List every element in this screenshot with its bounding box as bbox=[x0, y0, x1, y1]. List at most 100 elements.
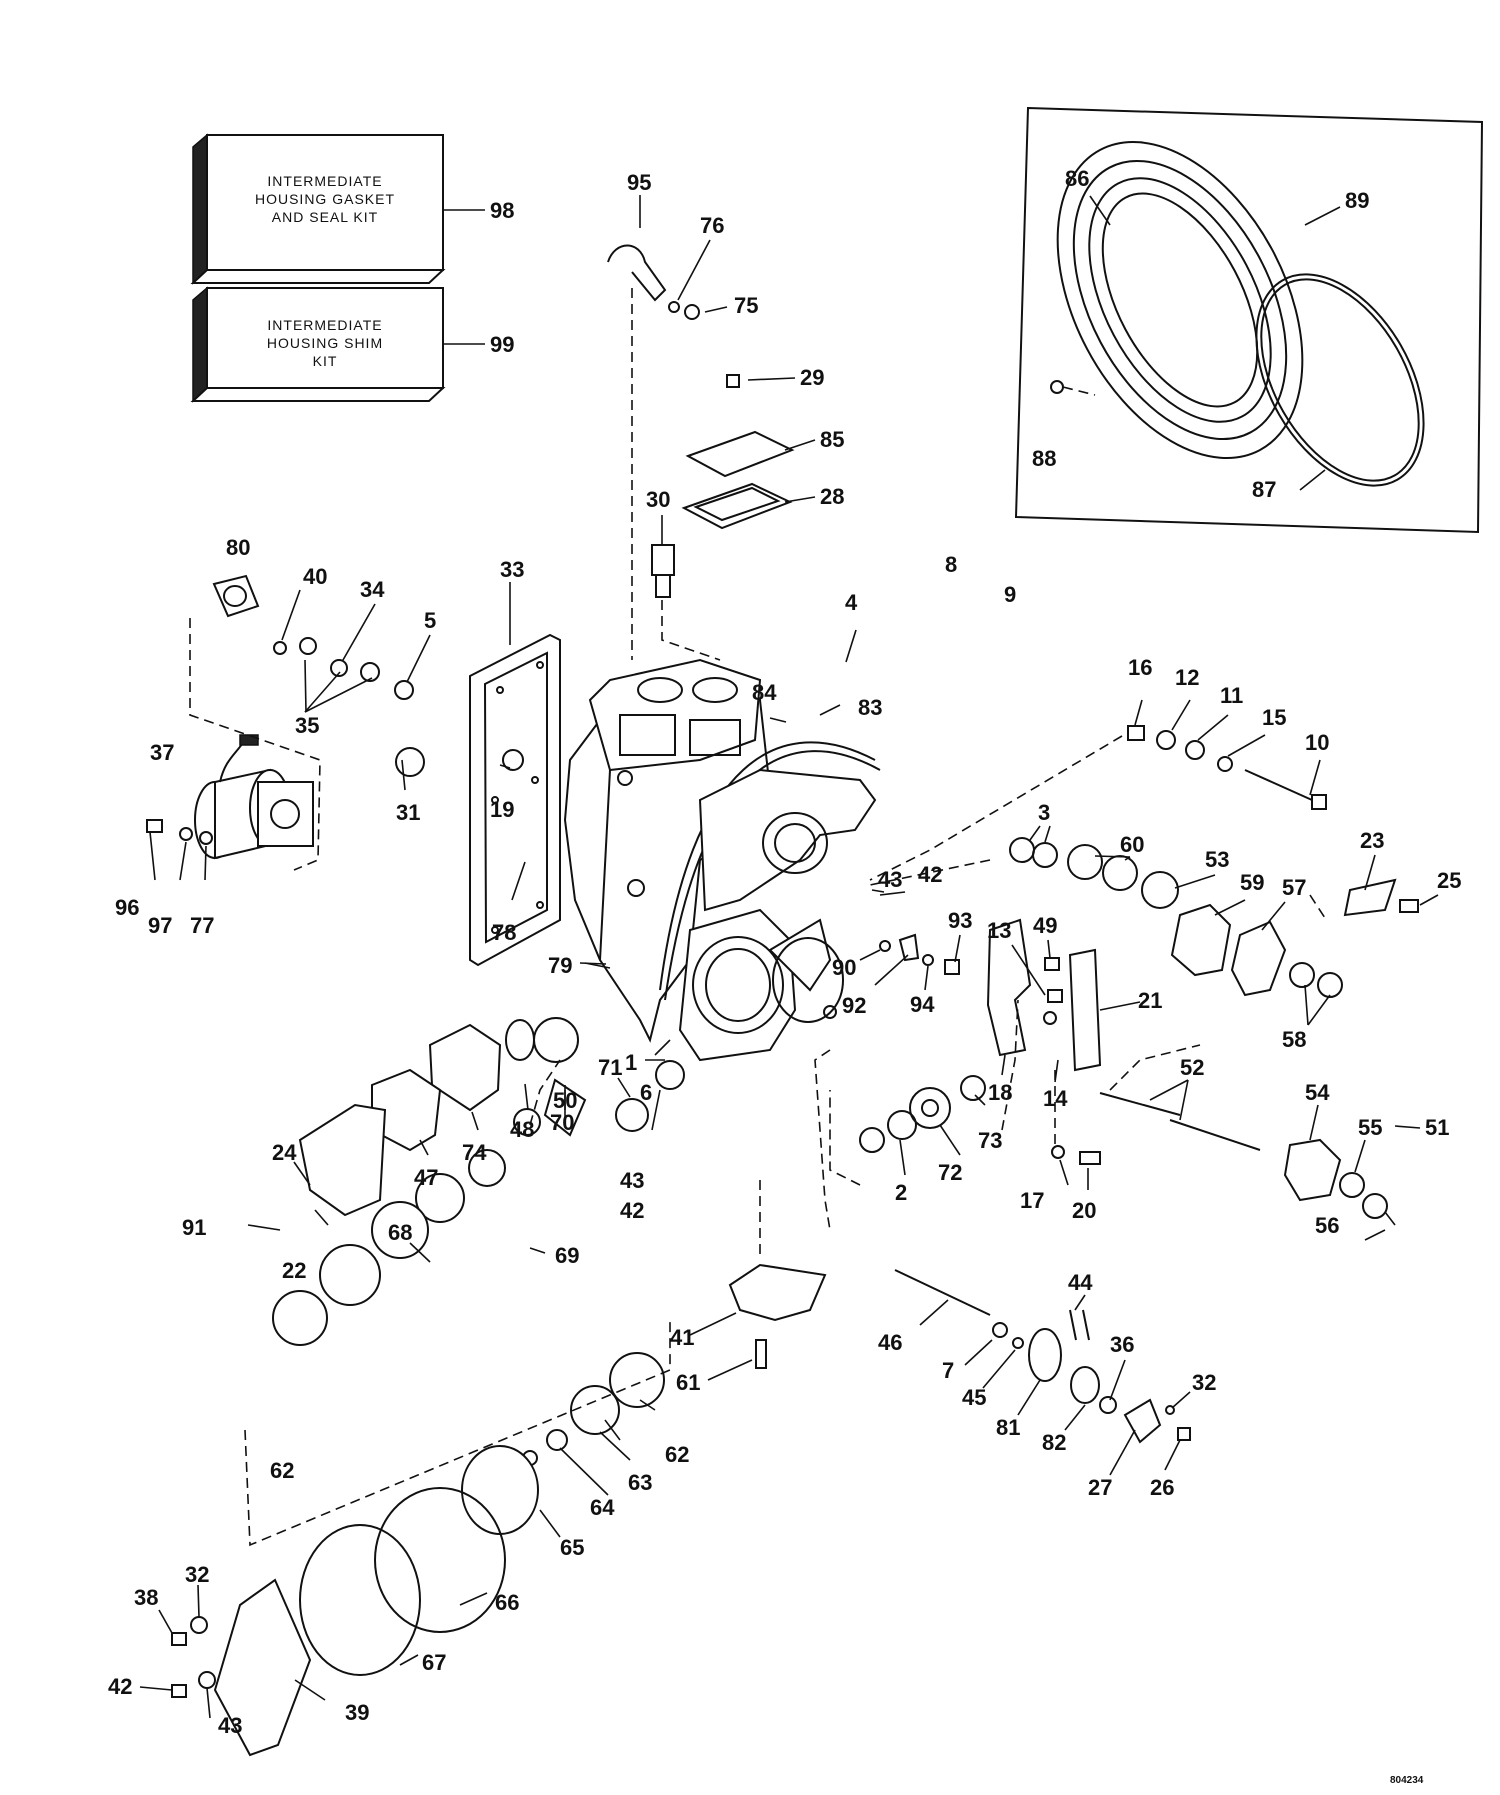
callout-66: 66 bbox=[495, 1590, 519, 1615]
callout-2: 2 bbox=[895, 1180, 907, 1205]
left-lower-parts bbox=[298, 1017, 685, 1217]
callout-72: 72 bbox=[938, 1160, 962, 1185]
callout-58: 58 bbox=[1282, 1027, 1306, 1052]
inset-bellows-panel: 86 89 88 87 bbox=[1014, 106, 1484, 534]
callout-59: 59 bbox=[1240, 870, 1264, 895]
callout-22: 22 bbox=[282, 1258, 306, 1283]
callout-31: 31 bbox=[396, 800, 420, 825]
callout-93: 93 bbox=[948, 908, 972, 933]
kit-99-line-3: KIT bbox=[313, 353, 338, 369]
bellows-part bbox=[1056, 141, 1304, 459]
callout-20: 20 bbox=[1072, 1198, 1096, 1223]
callout-78: 78 bbox=[492, 920, 516, 945]
callout-45: 45 bbox=[962, 1385, 986, 1410]
callout-42c: 42 bbox=[108, 1674, 132, 1699]
callout-67: 67 bbox=[422, 1650, 446, 1675]
output-shaft-parts bbox=[1099, 1092, 1388, 1219]
callout-63: 63 bbox=[628, 1470, 652, 1495]
callout-40: 40 bbox=[303, 564, 327, 589]
callout-55: 55 bbox=[1358, 1115, 1382, 1140]
gasket-33-part bbox=[469, 633, 561, 967]
callout-92: 92 bbox=[842, 993, 866, 1018]
callout-41: 41 bbox=[670, 1325, 694, 1350]
callout-94: 94 bbox=[910, 992, 935, 1017]
figure-code: 804234 bbox=[1390, 1775, 1424, 1786]
callout-43: 43 bbox=[878, 867, 902, 892]
callout-18: 18 bbox=[988, 1080, 1012, 1105]
kit-98-line-1: INTERMEDIATE bbox=[267, 173, 382, 189]
callout-30: 30 bbox=[646, 487, 670, 512]
kit-99-line-1: INTERMEDIATE bbox=[267, 317, 382, 333]
callout-99: 99 bbox=[490, 332, 514, 357]
callout-73: 73 bbox=[978, 1128, 1002, 1153]
callout-42: 42 bbox=[918, 862, 942, 887]
callout-13: 13 bbox=[987, 918, 1011, 943]
gasket-seal-kit-box: INTERMEDIATE HOUSING GASKET AND SEAL KIT… bbox=[190, 133, 514, 285]
clamp-ring-part bbox=[1255, 273, 1425, 487]
callout-91: 91 bbox=[182, 1215, 206, 1240]
callout-43c: 43 bbox=[218, 1713, 242, 1738]
callout-50: 50 bbox=[553, 1088, 577, 1113]
callout-42b: 42 bbox=[620, 1198, 644, 1223]
callout-labels: 95 76 75 29 85 28 30 80 40 34 5 35 33 4 … bbox=[108, 170, 1461, 1738]
callout-97: 97 bbox=[148, 913, 172, 938]
callout-51: 51 bbox=[1425, 1115, 1449, 1140]
upper-parts bbox=[607, 244, 795, 598]
callout-77: 77 bbox=[190, 913, 214, 938]
callout-1: 1 bbox=[625, 1050, 637, 1075]
callout-80: 80 bbox=[226, 535, 250, 560]
callout-7: 7 bbox=[942, 1358, 954, 1383]
callout-60: 60 bbox=[1120, 832, 1144, 857]
callout-76: 76 bbox=[700, 213, 724, 238]
callout-95: 95 bbox=[627, 170, 651, 195]
callout-6: 6 bbox=[640, 1080, 652, 1105]
callout-37: 37 bbox=[150, 740, 174, 765]
callout-14: 14 bbox=[1043, 1086, 1068, 1111]
callout-64: 64 bbox=[590, 1495, 615, 1520]
callout-25: 25 bbox=[1437, 868, 1461, 893]
callout-70: 70 bbox=[550, 1110, 574, 1135]
callout-74: 74 bbox=[462, 1140, 487, 1165]
callout-61: 61 bbox=[676, 1370, 700, 1395]
callout-98: 98 bbox=[490, 198, 514, 223]
intermediate-housing-part bbox=[563, 658, 881, 1062]
solenoid-37-part bbox=[146, 574, 524, 860]
shim-kit-box: INTERMEDIATE HOUSING SHIM KIT 99 bbox=[190, 286, 514, 403]
callout-53: 53 bbox=[1205, 847, 1229, 872]
callout-11: 11 bbox=[1220, 683, 1243, 708]
shaft-bolt-parts bbox=[1127, 725, 1327, 810]
callout-28: 28 bbox=[820, 484, 844, 509]
callout-96: 96 bbox=[115, 895, 139, 920]
callout-32: 32 bbox=[1192, 1370, 1216, 1395]
callout-62b: 62 bbox=[665, 1442, 689, 1467]
callout-86: 86 bbox=[1065, 166, 1089, 191]
callout-23: 23 bbox=[1360, 828, 1384, 853]
callout-82: 82 bbox=[1042, 1430, 1066, 1455]
callout-8: 8 bbox=[945, 552, 957, 577]
callout-15: 15 bbox=[1262, 705, 1286, 730]
callout-36: 36 bbox=[1110, 1332, 1134, 1357]
callout-83: 83 bbox=[858, 695, 882, 720]
callout-44: 44 bbox=[1068, 1270, 1093, 1295]
assembly-lines bbox=[189, 288, 1326, 1547]
callout-48: 48 bbox=[510, 1117, 534, 1142]
callout-84: 84 bbox=[752, 680, 777, 705]
callout-85: 85 bbox=[820, 427, 844, 452]
kit-98-line-3: AND SEAL KIT bbox=[272, 209, 378, 225]
leader-lines bbox=[139, 195, 1439, 1719]
callout-19: 19 bbox=[490, 797, 514, 822]
callout-38: 38 bbox=[134, 1585, 158, 1610]
callout-34: 34 bbox=[360, 577, 385, 602]
callout-3: 3 bbox=[1038, 800, 1050, 825]
callout-54: 54 bbox=[1305, 1080, 1330, 1105]
callout-5: 5 bbox=[424, 608, 436, 633]
kit-98-line-2: HOUSING GASKET bbox=[255, 191, 395, 207]
callout-88: 88 bbox=[1032, 446, 1056, 471]
callout-39: 39 bbox=[345, 1700, 369, 1725]
callout-79: 79 bbox=[548, 953, 572, 978]
callout-47: 47 bbox=[414, 1165, 438, 1190]
callout-9: 9 bbox=[1004, 582, 1016, 607]
callout-46: 46 bbox=[878, 1330, 902, 1355]
callout-21: 21 bbox=[1138, 988, 1162, 1013]
